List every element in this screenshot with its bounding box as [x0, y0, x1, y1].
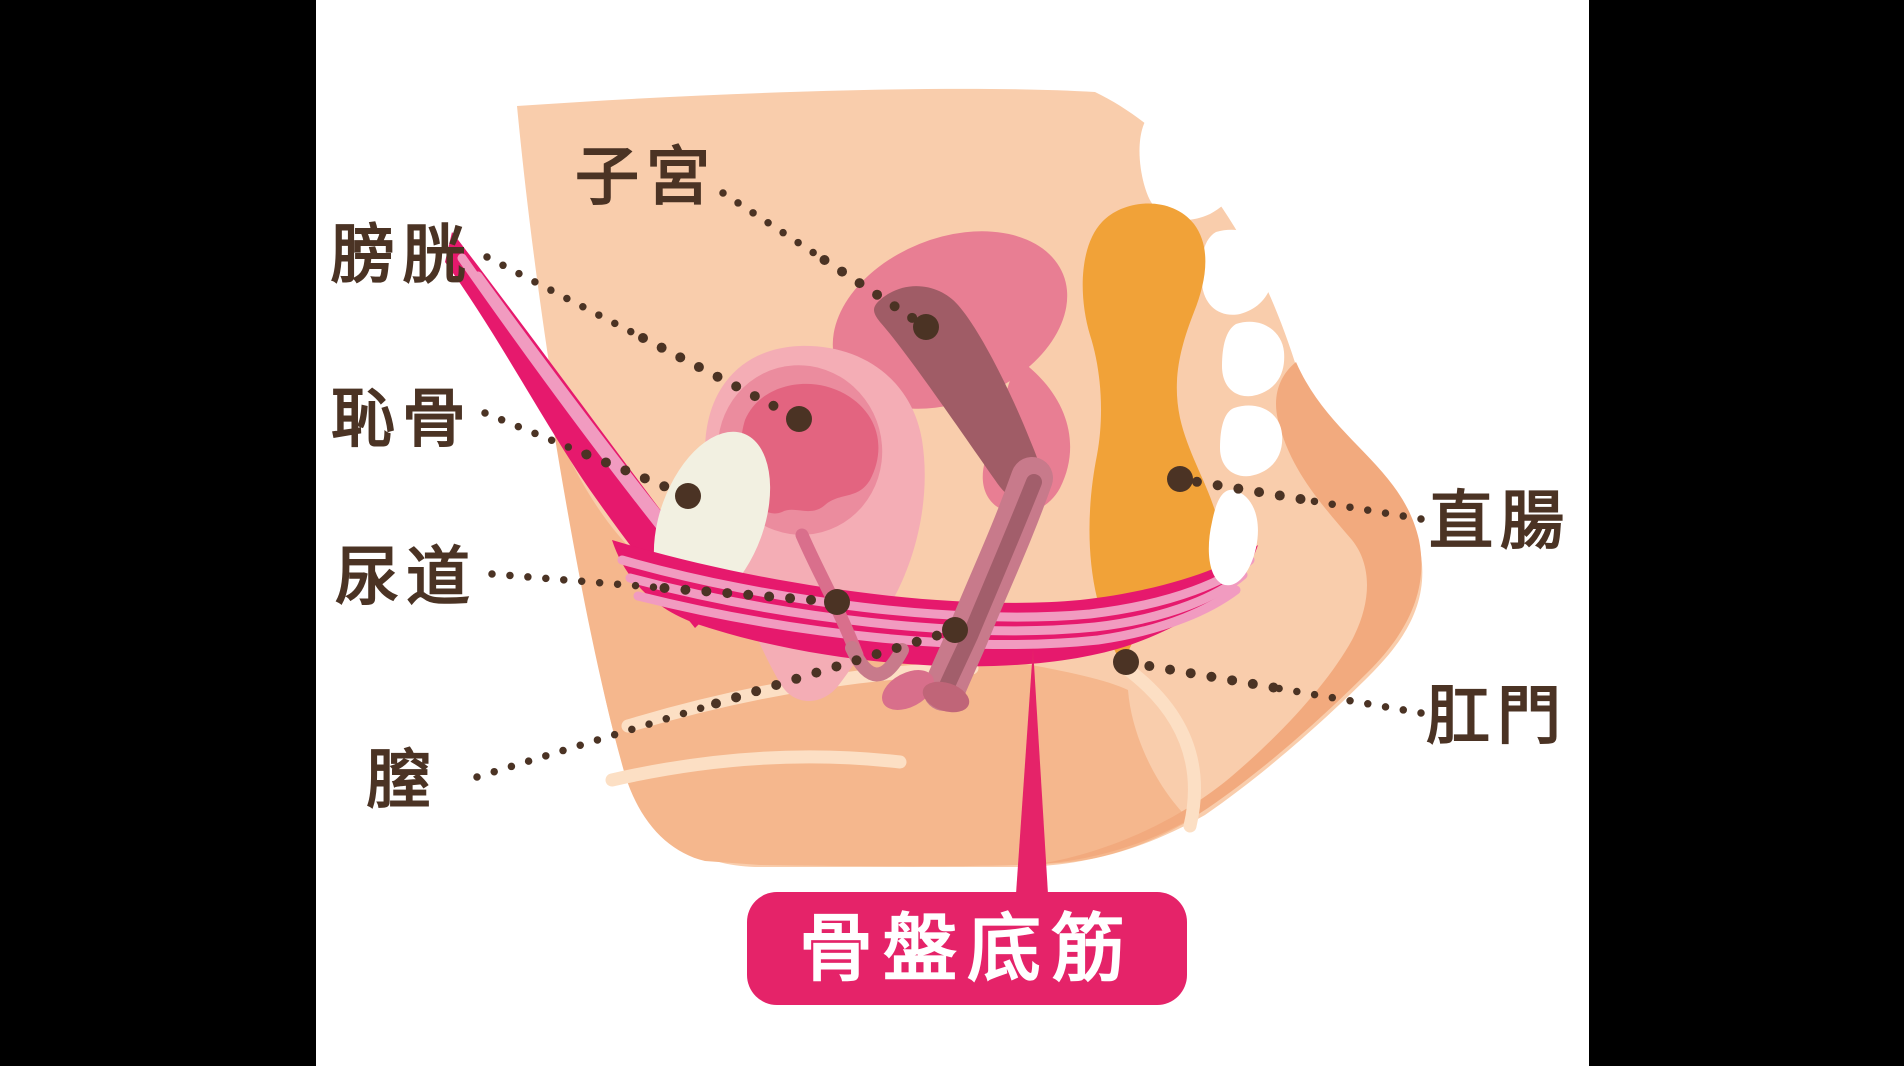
buttock-crease-line	[1119, 661, 1201, 833]
anchor-dot-bladder	[786, 406, 812, 432]
pelvic-floor-band	[612, 540, 1258, 667]
label-bladder: 膀胱	[331, 219, 473, 291]
anchor-dot-rectum	[1167, 466, 1193, 492]
perineum-crease-line	[605, 750, 907, 787]
vertebra-icon	[1139, 105, 1246, 220]
pelvic-floor-muscle	[612, 540, 1258, 667]
leader-line-pubic-bone	[481, 409, 591, 459]
muscle-stripe	[617, 555, 1255, 622]
vertebra-icon	[1201, 229, 1273, 315]
leader-line-bladder	[483, 253, 647, 342]
anchor-dot-urethra	[824, 589, 850, 615]
leader-line-vagina	[473, 699, 720, 781]
muscle-stripe	[633, 585, 1241, 649]
leader-line-pubic-bone	[581, 449, 693, 501]
leader-line-bladder	[638, 333, 804, 424]
anchor-dot-anus	[1113, 649, 1139, 675]
label-pubic-bone: 恥骨	[331, 383, 473, 455]
leader-line-urethra	[488, 570, 669, 592]
anchor-dot-vagina	[942, 617, 968, 643]
label-uterus: 子宮	[575, 141, 717, 213]
anchor-dot-uterus	[913, 314, 939, 340]
tailbone-icon	[1208, 489, 1258, 586]
leader-line-urethra	[659, 583, 842, 607]
leader-line-uterus	[819, 255, 931, 332]
labia-petal	[922, 681, 970, 713]
uterine-cavity	[874, 286, 1044, 505]
badge-label: 骨盤底筋	[799, 907, 1135, 990]
leader-line-uterus	[719, 189, 829, 264]
label-anus: 肛門	[1426, 680, 1568, 752]
bladder-inner	[741, 383, 879, 514]
sacrum-bones	[1139, 105, 1285, 477]
leader-line-anus	[1121, 657, 1279, 693]
badge-pointer	[1016, 648, 1048, 894]
leader-line-rectum	[1296, 495, 1425, 523]
label-vagina: 膣	[367, 744, 438, 816]
anchor-dot-pubic-bone	[675, 483, 701, 509]
label-rectum: 直腸	[1429, 485, 1571, 557]
leader-line-anus	[1269, 683, 1425, 717]
vertebra-icon	[1220, 405, 1283, 477]
vaginal-canal	[938, 474, 1042, 696]
labia-petal	[882, 670, 934, 710]
buttock-shading-band	[1040, 362, 1422, 864]
vertebra-icon	[1222, 321, 1285, 397]
label-urethra: 尿道	[335, 541, 477, 613]
muscle-stripe	[625, 570, 1248, 636]
leader-line-rectum	[1175, 474, 1306, 504]
badge-box	[747, 892, 1187, 1005]
pelvic-floor-badge: 骨盤底筋	[747, 648, 1187, 1005]
leader-line-vagina	[711, 625, 960, 709]
rectum-shape	[1082, 203, 1222, 664]
